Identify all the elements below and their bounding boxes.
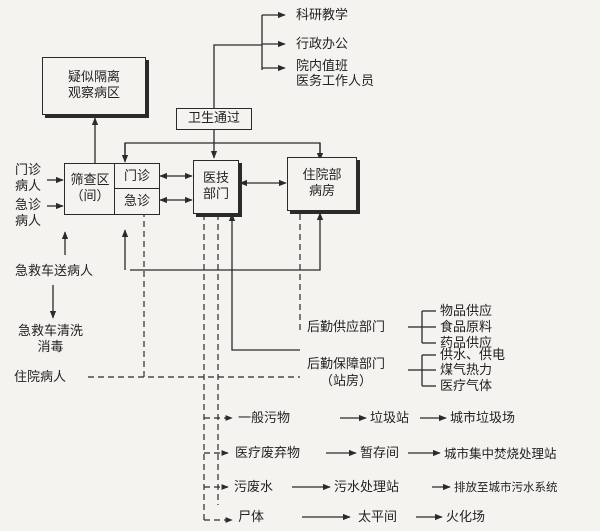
inpatient-box: 住院部 病房 — [287, 157, 357, 211]
supply-item-1: 物品供应 — [440, 304, 493, 319]
waste-medical-mid: 暂存间 — [360, 446, 400, 461]
waste-general-source: 一般污物 — [238, 411, 291, 426]
waste-general-mid: 垃圾站 — [370, 411, 410, 426]
emergency-box: 急诊 — [114, 188, 160, 215]
isolation-line1: 疑似隔离 — [67, 70, 120, 85]
screening-line2: （间） — [70, 189, 110, 204]
isolation-ward-box: 疑似隔离 观察病区 — [42, 57, 146, 115]
label-duty: 院内值班 — [296, 59, 349, 74]
outpatient-patient-label: 门诊 病人 — [15, 163, 42, 194]
label-research: 科研教学 — [296, 8, 349, 23]
hygiene-pass-box: 卫生通过 — [176, 108, 252, 130]
support-dept-label: 后勤保障部门 （站房） — [307, 357, 386, 389]
screening-line1: 筛查区 — [70, 173, 110, 188]
label-staff: 医务工作人员 — [296, 74, 375, 89]
waste-medical-source: 医疗废弃物 — [235, 446, 301, 461]
inpatient-line1: 住院部 — [302, 168, 342, 183]
label-admin: 行政办公 — [296, 37, 349, 52]
support-item-3: 医疗气体 — [440, 379, 493, 394]
medtech-box: 医技 部门 — [193, 160, 239, 214]
isolation-line2: 观察病区 — [67, 86, 120, 101]
waste-sewage-mid: 污水处理站 — [334, 480, 400, 495]
waste-medical-dest: 城市集中焚烧处理站 — [444, 446, 557, 461]
waste-sewage-source: 污废水 — [234, 480, 274, 495]
ambulance-patient-label: 急救车送病人 — [15, 264, 94, 279]
inpatient-line2: 病房 — [308, 184, 335, 199]
waste-corpse-mid: 太平间 — [358, 510, 398, 525]
supply-item-3: 药品供应 — [440, 336, 493, 351]
waste-corpse-source: 尸体 — [238, 510, 265, 525]
waste-general-dest: 城市垃圾场 — [450, 411, 516, 426]
ambulance-clean-label: 急救车清洗 消毒 — [18, 324, 84, 355]
supply-dept-label: 后勤供应部门 — [307, 320, 386, 335]
emergency-patient-label: 急诊 病人 — [15, 198, 42, 229]
waste-corpse-dest: 火化场 — [446, 510, 486, 525]
inpatient-patient-label: 住院病人 — [14, 370, 67, 385]
support-item-1: 供水、供电 — [440, 348, 506, 363]
screening-box: 筛查区 （间） — [64, 163, 116, 215]
support-item-2: 煤气热力 — [440, 363, 493, 378]
medtech-line2: 部门 — [202, 187, 229, 202]
supply-item-2: 食品原料 — [440, 320, 493, 335]
outpatient-box: 门诊 — [114, 163, 160, 190]
waste-sewage-dest: 排放至城市污水系统 — [454, 480, 558, 494]
medtech-line1: 医技 — [202, 171, 229, 186]
